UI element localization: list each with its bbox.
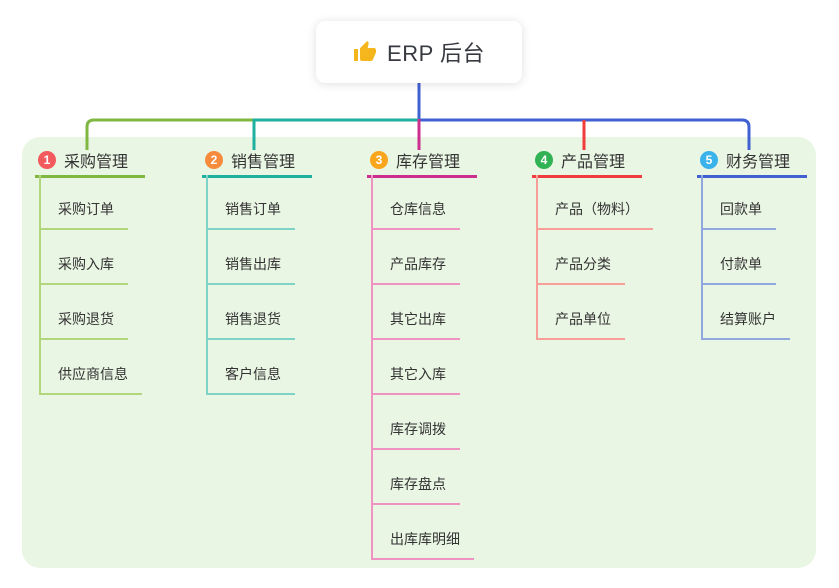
branch-1: 1 采购管理采购订单采购入库采购退货供应商信息	[35, 147, 145, 395]
child-label: 采购退货	[58, 311, 114, 327]
child-row: 回款单	[703, 175, 807, 230]
child-node[interactable]: 供应商信息	[41, 340, 142, 395]
branch-5: 5 财务管理回款单付款单结算账户	[697, 147, 807, 340]
branch-number-badge: 5	[700, 150, 718, 169]
child-node[interactable]: 销售退货	[208, 285, 295, 340]
branch-children: 销售订单销售出库销售退货客户信息	[206, 175, 312, 395]
child-node[interactable]: 采购入库	[41, 230, 128, 285]
child-label: 产品（物料）	[555, 201, 639, 217]
child-node[interactable]: 产品（物料）	[538, 175, 653, 230]
child-label: 结算账户	[720, 311, 776, 327]
child-row: 销售订单	[208, 175, 312, 230]
root-node[interactable]: ERP 后台	[316, 21, 522, 83]
child-label: 销售订单	[225, 201, 281, 217]
child-row: 采购入库	[41, 230, 145, 285]
child-label: 采购入库	[58, 256, 114, 272]
child-label: 库存盘点	[390, 476, 446, 492]
child-row: 客户信息	[208, 340, 312, 395]
child-label: 出库库明细	[390, 531, 460, 547]
child-label: 仓库信息	[390, 201, 446, 217]
child-row: 产品库存	[373, 230, 477, 285]
child-label: 产品单位	[555, 311, 611, 327]
child-label: 销售退货	[225, 311, 281, 327]
branch-label: 产品管理	[561, 153, 626, 171]
branch-label: 销售管理	[231, 153, 296, 171]
branch-children: 仓库信息产品库存其它出库其它入库库存调拨库存盘点出库库明细	[371, 175, 477, 560]
child-node[interactable]: 销售出库	[208, 230, 295, 285]
child-node[interactable]: 其它出库	[373, 285, 460, 340]
child-row: 产品单位	[538, 285, 653, 340]
branch-header-3[interactable]: 3 库存管理	[367, 147, 477, 178]
branch-header-5[interactable]: 5 财务管理	[697, 147, 807, 178]
child-label: 采购订单	[58, 201, 114, 217]
child-node[interactable]: 回款单	[703, 175, 776, 230]
child-node[interactable]: 出库库明细	[373, 505, 474, 560]
child-row: 产品（物料）	[538, 175, 653, 230]
child-label: 其它出库	[390, 311, 446, 327]
branch-header-2[interactable]: 2 销售管理	[202, 147, 312, 178]
child-row: 付款单	[703, 230, 807, 285]
child-label: 其它入库	[390, 366, 446, 382]
child-row: 结算账户	[703, 285, 807, 340]
child-row: 其它出库	[373, 285, 477, 340]
child-label: 库存调拨	[390, 421, 446, 437]
child-node[interactable]: 结算账户	[703, 285, 790, 340]
branch-number-badge: 2	[205, 150, 223, 169]
child-label: 产品库存	[390, 256, 446, 272]
child-row: 仓库信息	[373, 175, 477, 230]
branch-header-4[interactable]: 4 产品管理	[532, 147, 642, 178]
child-node[interactable]: 销售订单	[208, 175, 295, 230]
child-node[interactable]: 其它入库	[373, 340, 460, 395]
child-node[interactable]: 采购订单	[41, 175, 128, 230]
child-row: 供应商信息	[41, 340, 145, 395]
branch-number-badge: 3	[370, 150, 388, 169]
child-row: 其它入库	[373, 340, 477, 395]
branch-header-1[interactable]: 1 采购管理	[35, 147, 145, 178]
child-node[interactable]: 付款单	[703, 230, 776, 285]
child-row: 产品分类	[538, 230, 653, 285]
branch-3: 3 库存管理仓库信息产品库存其它出库其它入库库存调拨库存盘点出库库明细	[367, 147, 477, 560]
branch-label: 财务管理	[726, 153, 791, 171]
child-row: 库存盘点	[373, 450, 477, 505]
branch-2: 2 销售管理销售订单销售出库销售退货客户信息	[202, 147, 312, 395]
branch-children: 回款单付款单结算账户	[701, 175, 807, 340]
child-node[interactable]: 库存盘点	[373, 450, 460, 505]
thumbs-up-icon	[353, 40, 377, 64]
root-label: ERP 后台	[387, 41, 485, 66]
child-row: 库存调拨	[373, 395, 477, 450]
child-row: 采购订单	[41, 175, 145, 230]
child-node[interactable]: 产品库存	[373, 230, 460, 285]
child-node[interactable]: 库存调拨	[373, 395, 460, 450]
child-label: 供应商信息	[58, 366, 128, 382]
child-node[interactable]: 采购退货	[41, 285, 128, 340]
child-node[interactable]: 客户信息	[208, 340, 295, 395]
branch-4: 4 产品管理产品（物料） 产品分类产品单位	[532, 147, 653, 340]
child-row: 销售退货	[208, 285, 312, 340]
child-row: 销售出库	[208, 230, 312, 285]
branch-label: 采购管理	[64, 153, 129, 171]
child-label: 客户信息	[225, 366, 281, 382]
child-label: 销售出库	[225, 256, 281, 272]
child-node[interactable]: 仓库信息	[373, 175, 460, 230]
branch-children: 产品（物料） 产品分类产品单位	[536, 175, 653, 340]
branch-label: 库存管理	[396, 153, 461, 171]
child-row: 采购退货	[41, 285, 145, 340]
child-label: 产品分类	[555, 256, 611, 272]
child-node[interactable]: 产品单位	[538, 285, 625, 340]
child-node[interactable]: 产品分类	[538, 230, 625, 285]
child-label: 回款单	[720, 201, 762, 217]
branch-number-badge: 4	[535, 150, 553, 169]
child-label: 付款单	[720, 256, 762, 272]
branches-panel	[22, 137, 816, 568]
branch-number-badge: 1	[38, 150, 56, 169]
branch-children: 采购订单采购入库采购退货供应商信息	[39, 175, 145, 395]
child-row: 出库库明细	[373, 505, 477, 560]
